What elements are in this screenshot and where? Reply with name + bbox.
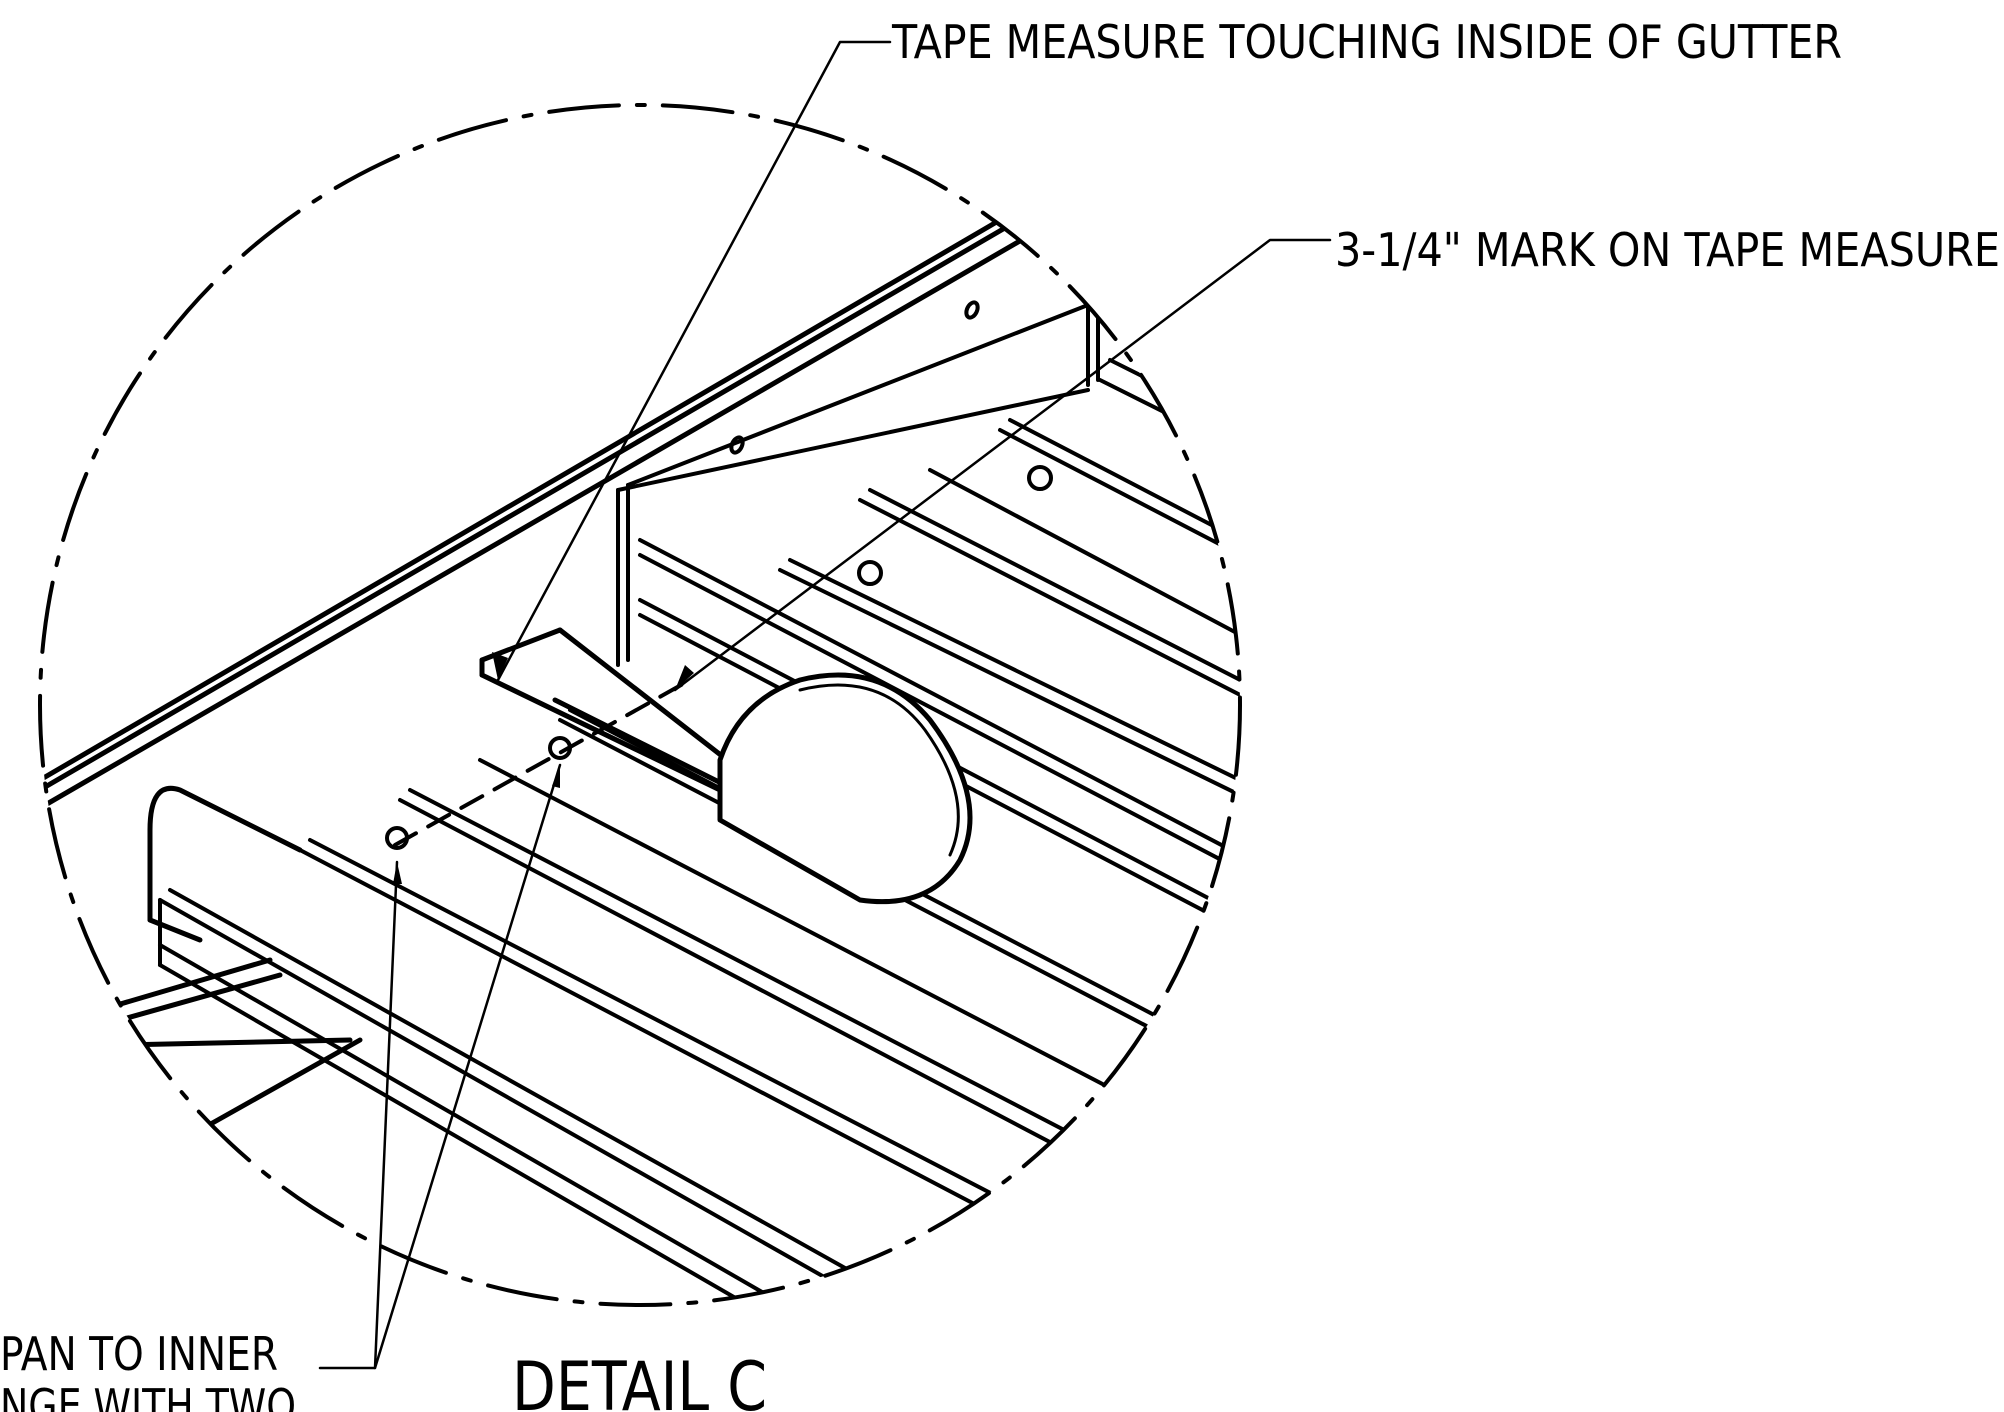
callout-3-1-4-mark: 3-1/4" MARK ON TAPE MEASURE xyxy=(1335,223,2000,277)
front-pan-lip xyxy=(97,786,363,1133)
gutter-wall xyxy=(616,298,1100,667)
upper-gutter-rail xyxy=(40,217,1028,811)
detail-title: DETAIL C xyxy=(512,1348,767,1412)
tape-measure xyxy=(479,627,743,793)
callout-fasten-line2: NGE WITH TWO xyxy=(0,1379,296,1412)
lower-pan-ribs xyxy=(158,708,1240,1305)
wall-holes xyxy=(729,300,980,455)
end-cap xyxy=(717,672,973,905)
gutter-assembly xyxy=(40,217,1240,1305)
detail-boundary-circle xyxy=(38,103,1242,1307)
callout-tape-touching: TAPE MEASURE TOUCHING INSIDE OF GUTTER xyxy=(891,15,1842,69)
leader-lines xyxy=(318,40,1332,1370)
measurement-dashed-line xyxy=(393,678,692,847)
callout-fasten-line1: PAN TO INNER xyxy=(0,1327,278,1381)
